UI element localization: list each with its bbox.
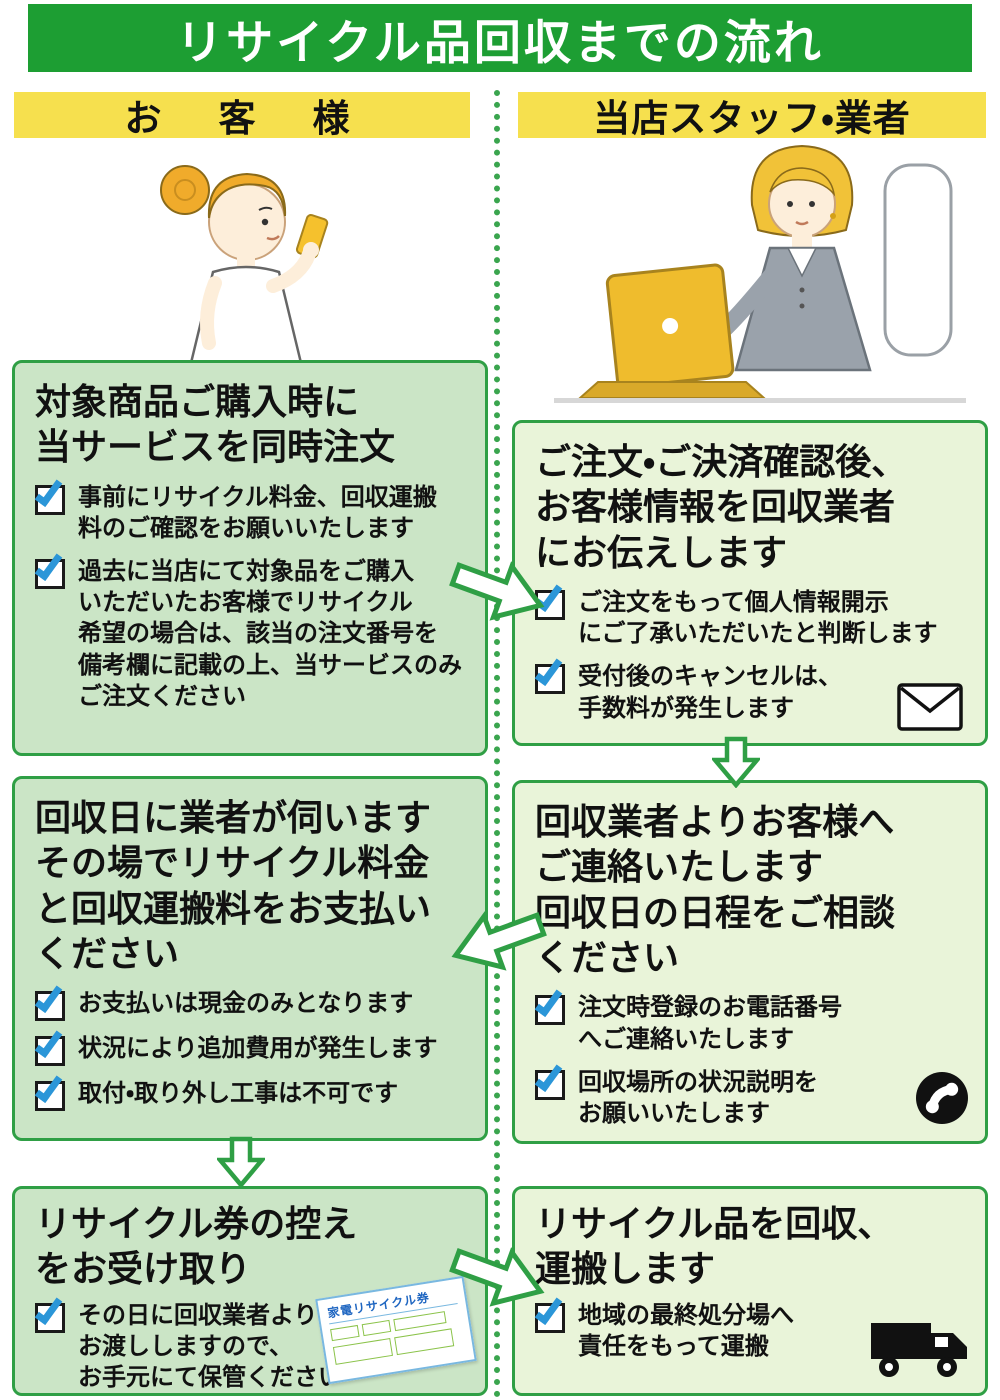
checkbox-check-icon	[34, 550, 65, 590]
customer-step-2-title: 回収日に業者が伺います その場でリサイクル料金 と回収運搬料をお支払い ください	[35, 797, 432, 975]
checkbox-check-icon	[34, 1027, 65, 1067]
checkmark-icon	[534, 1060, 563, 1092]
check-item-text: 地域の最終処分場へ 責任をもって運搬	[578, 1301, 794, 1360]
staff-step-3-box: リサイクル品を回収、 運搬します 地域の最終処分場へ 責任をもって運搬	[512, 1186, 988, 1396]
check-item: 過去に当店にて対象品をご購入 いただいたお客様でリサイクル 希望の場合は、該当の…	[34, 550, 465, 712]
check-item: 回収場所の状況説明を お願いいたします	[534, 1060, 965, 1129]
checkmark-icon	[34, 982, 63, 1014]
customer-column-header: お 客 様	[14, 92, 470, 139]
phone-icon	[916, 1072, 968, 1124]
customer-step-2-box: 回収日に業者が伺います その場でリサイクル料金 と回収運搬料をお支払い ください…	[12, 776, 488, 1141]
customer-step-1-box: 対象商品ご購入時に 当サービスを同時注文 事前にリサイクル料金、回収運搬 料のご…	[12, 360, 488, 756]
checkmark-icon	[34, 550, 63, 582]
check-item: 取付・取り外し工事は不可です	[34, 1072, 465, 1112]
arrow-down-staff-icon	[712, 736, 760, 788]
check-item-text: 回収場所の状況説明を お願いいたします	[578, 1068, 818, 1127]
column-divider	[494, 90, 500, 1398]
arrow-customer-to-staff-1-icon	[449, 561, 545, 621]
checkmark-icon	[534, 986, 563, 1018]
checkbox-check-icon	[34, 1293, 65, 1333]
checkmark-icon	[34, 1027, 63, 1059]
check-item: 受付後のキャンセルは、 手数料が発生します	[534, 655, 965, 723]
checkbox-check-icon	[534, 1060, 565, 1100]
check-item: 地域の最終処分場へ 責任をもって運搬	[534, 1293, 965, 1362]
page-title: リサイクル品回収までの流れ	[28, 4, 972, 72]
customer-step-3-box: リサイクル券の控え をお受け取り その日に回収業者より お渡ししますので、 お手…	[12, 1186, 488, 1396]
customer-illustration	[160, 165, 329, 363]
check-item: 状況により追加費用が発生します	[34, 1027, 465, 1067]
checkmark-icon	[534, 655, 563, 687]
staff-step-3-title: リサイクル品を回収、 運搬します	[535, 1203, 894, 1290]
staff-step-2-title: 回収業者よりお客様へ ご連絡いたします 回収日の日程をご相談 ください	[535, 801, 896, 979]
check-item-text: 注文時登録のお電話番号 へご連絡いたします	[578, 994, 842, 1053]
check-item-text: 取付・取り外し工事は不可です	[78, 1080, 399, 1108]
checkbox-check-icon	[534, 1293, 565, 1333]
check-item-text: その日に回収業者より お渡ししますので、 お手元にて保管ください	[78, 1301, 342, 1392]
arrow-staff-to-customer-icon	[451, 911, 547, 971]
check-item: ご注文をもって個人情報開示 にご了承いただいたと判断します	[534, 581, 965, 649]
checkbox-check-icon	[534, 986, 565, 1026]
checkmark-icon	[34, 1293, 63, 1325]
arrow-down-customer-icon	[217, 1136, 265, 1188]
check-item: 事前にリサイクル料金、回収運搬 料のご確認をお願いいたします	[34, 475, 465, 544]
staff-step-1-box: ご注文・ご決済確認後、 お客様情報を回収業者 にお伝えします ご注文をもって個人…	[512, 420, 988, 746]
truck-icon	[871, 1323, 967, 1377]
check-item-text: 受付後のキャンセルは、 手数料が発生します	[578, 663, 842, 722]
checkbox-check-icon	[34, 475, 65, 515]
check-item: その日に回収業者より お渡ししますので、 お手元にて保管ください	[34, 1293, 465, 1393]
check-item-text: 状況により追加費用が発生します	[78, 1035, 438, 1063]
check-item-text: お支払いは現金のみとなります	[78, 990, 414, 1018]
staff-step-2-box: 回収業者よりお客様へ ご連絡いたします 回収日の日程をご相談 ください 注文時登…	[512, 780, 988, 1144]
checkbox-check-icon	[34, 982, 65, 1022]
staff-step-1-title: ご注文・ご決済確認後、 お客様情報を回収業者 にお伝えします	[535, 441, 908, 573]
arrow-customer-to-staff-2-icon	[449, 1247, 545, 1307]
checkmark-icon	[34, 475, 63, 507]
checkmark-icon	[34, 1072, 63, 1104]
staff-illustration	[554, 144, 966, 403]
customer-step-1-title: 対象商品ご購入時に 当サービスを同時注文	[35, 381, 396, 468]
check-item-text: 事前にリサイクル料金、回収運搬 料のご確認をお願いいたします	[78, 483, 437, 542]
check-item: 注文時登録のお電話番号 へご連絡いたします	[534, 986, 965, 1054]
checkbox-check-icon	[34, 1072, 65, 1112]
check-item-text: ご注文をもって個人情報開示 にご了承いただいたと判断します	[578, 589, 938, 648]
checkbox-check-icon	[534, 655, 565, 695]
customer-step-3-title: リサイクル券の控え をお受け取り	[35, 1203, 358, 1290]
staff-column-header: 当店スタッフ・業者	[518, 92, 986, 139]
envelope-icon	[897, 683, 963, 731]
check-item: お支払いは現金のみとなります	[34, 982, 465, 1022]
check-item-text: 過去に当店にて対象品をご購入 いただいたお客様でリサイクル 希望の場合は、該当の…	[78, 558, 462, 710]
